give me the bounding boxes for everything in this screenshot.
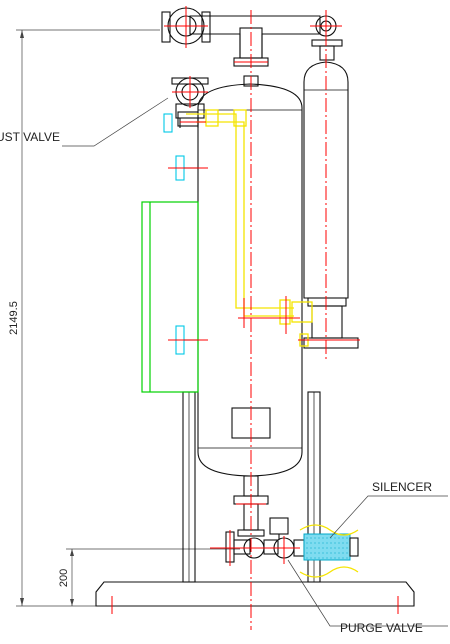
silencer — [299, 524, 359, 578]
overall-height-label: 2149.5 — [8, 301, 20, 335]
silencer-body — [303, 533, 351, 561]
base-plate — [95, 581, 415, 614]
leaders — [62, 97, 448, 627]
main-vessel — [197, 27, 303, 477]
support-legs — [182, 391, 321, 583]
regen-piping — [186, 109, 313, 347]
exhaust-valve-label: UST VALVE — [0, 130, 60, 144]
overall-height-dimension: 2149.5 — [8, 29, 160, 607]
control-panel — [141, 201, 199, 393]
instrument-1 — [163, 113, 173, 133]
silencer-label: SILENCER — [372, 480, 432, 494]
inlet-piping — [225, 517, 305, 563]
purge-valve-label: PURGE VALVE — [340, 621, 423, 635]
purge-valve-actuator — [269, 517, 289, 535]
inlet-height-dimension: 200 — [58, 548, 240, 606]
inlet-height-label: 200 — [58, 569, 70, 587]
centerlines — [164, 6, 360, 630]
top-manifold — [161, 7, 343, 61]
